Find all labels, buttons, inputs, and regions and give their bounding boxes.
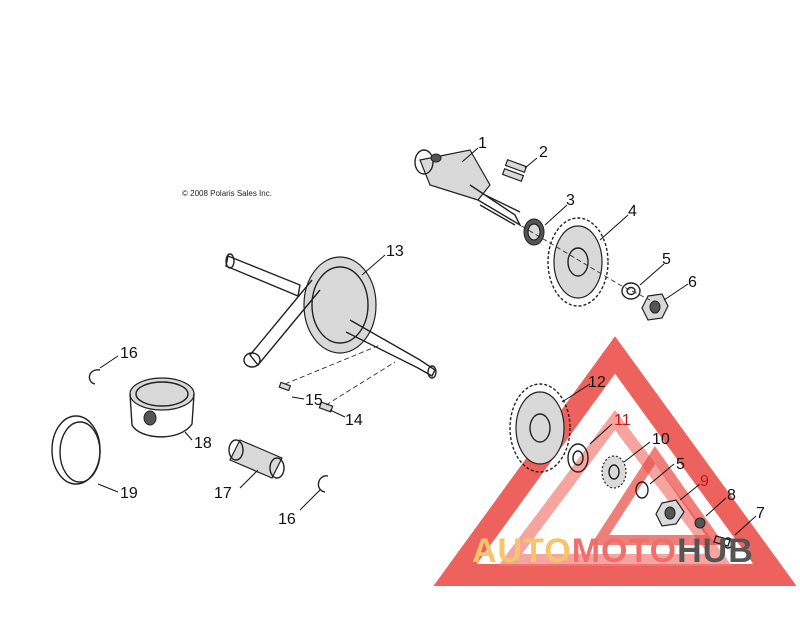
part-5-washer-lower xyxy=(635,481,649,499)
callout-16-bottom: 16 xyxy=(278,511,296,528)
part-16-clip-top xyxy=(88,369,101,385)
callout-12: 12 xyxy=(588,374,606,391)
callout-3: 3 xyxy=(566,192,575,209)
watermark-triangle-icon xyxy=(433,336,797,586)
part-17-piston-pin xyxy=(228,439,285,479)
callout-5: 5 xyxy=(662,251,671,268)
leader-lines xyxy=(97,147,757,536)
watermark-logo: AUTOMOTOHUB xyxy=(472,532,754,571)
callout-15: 15 xyxy=(305,392,323,409)
callout-1: 1 xyxy=(478,135,487,152)
callout-7: 7 xyxy=(756,505,765,522)
callout-11: 11 xyxy=(614,412,631,429)
part-6-nut xyxy=(641,293,669,321)
callout-13: 13 xyxy=(386,243,404,260)
part-13-crankshaft xyxy=(225,253,437,379)
callout-8: 8 xyxy=(727,487,736,504)
callout-16-top: 16 xyxy=(120,345,138,362)
callout-10: 10 xyxy=(652,431,670,448)
callout-numbers: 1 2 3 4 5 6 13 16 15 14 18 19 17 16 12 1… xyxy=(120,135,765,528)
callout-2: 2 xyxy=(539,144,548,161)
part-4-gear xyxy=(547,217,609,307)
callout-18: 18 xyxy=(194,435,212,452)
callout-4: 4 xyxy=(628,203,637,220)
callout-14: 14 xyxy=(345,412,363,429)
part-1-balancer-shaft xyxy=(414,149,522,227)
part-8-bushing xyxy=(694,517,706,529)
copyright-notice: © 2008 Polaris Sales Inc. xyxy=(182,189,272,198)
watermark-auto: AUTO xyxy=(472,532,572,570)
part-15-pin xyxy=(278,381,292,392)
watermark-moto: MOTO xyxy=(571,532,678,570)
part-7-bolt xyxy=(713,535,733,549)
part-11-washer xyxy=(567,443,589,473)
part-3-bearing xyxy=(523,218,545,246)
callout-9: 9 xyxy=(700,473,709,490)
part-2-key xyxy=(501,158,528,183)
callout-17: 17 xyxy=(214,485,232,502)
callout-6: 6 xyxy=(688,274,697,291)
callout-19: 19 xyxy=(120,485,138,502)
callout-5-lower: 5 xyxy=(676,456,685,473)
part-9-nut xyxy=(655,499,685,527)
part-5-washer xyxy=(621,282,641,300)
part-16-clip-bottom xyxy=(317,475,329,493)
part-12-drive-gear xyxy=(509,383,571,473)
watermark-hub: HUB xyxy=(677,532,754,570)
part-18-piston xyxy=(129,377,195,438)
part-19-piston-rings xyxy=(51,415,101,485)
part-10-sprocket xyxy=(601,455,627,489)
